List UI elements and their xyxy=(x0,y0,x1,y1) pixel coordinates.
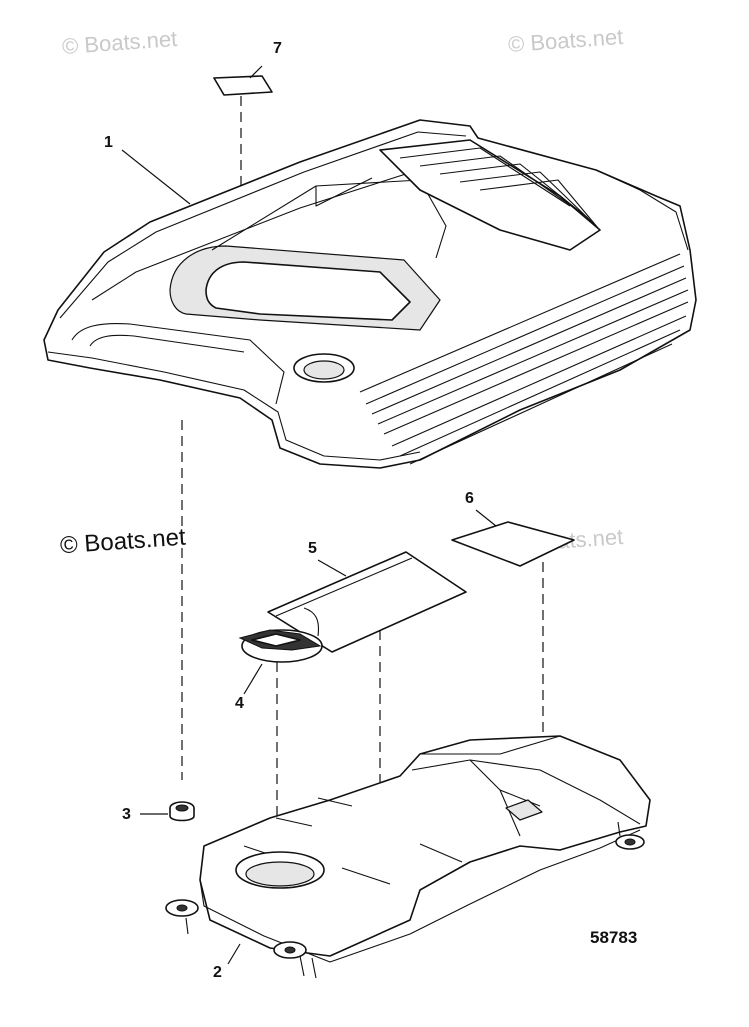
part-6-decal xyxy=(451,509,575,760)
callout-1: 1 xyxy=(104,134,113,151)
part-4-emblem xyxy=(238,629,323,860)
callout-4: 4 xyxy=(235,695,244,712)
callout-2: 2 xyxy=(213,964,222,981)
callout-3: 3 xyxy=(122,806,131,823)
figure-number: 58783 xyxy=(590,928,638,947)
callout-5: 5 xyxy=(308,540,317,557)
part-1-engine-cover xyxy=(43,119,697,780)
callout-7: 7 xyxy=(273,40,282,57)
part-2-base xyxy=(165,735,651,979)
callout-6: 6 xyxy=(465,490,474,507)
part-3-grommet xyxy=(140,801,195,822)
